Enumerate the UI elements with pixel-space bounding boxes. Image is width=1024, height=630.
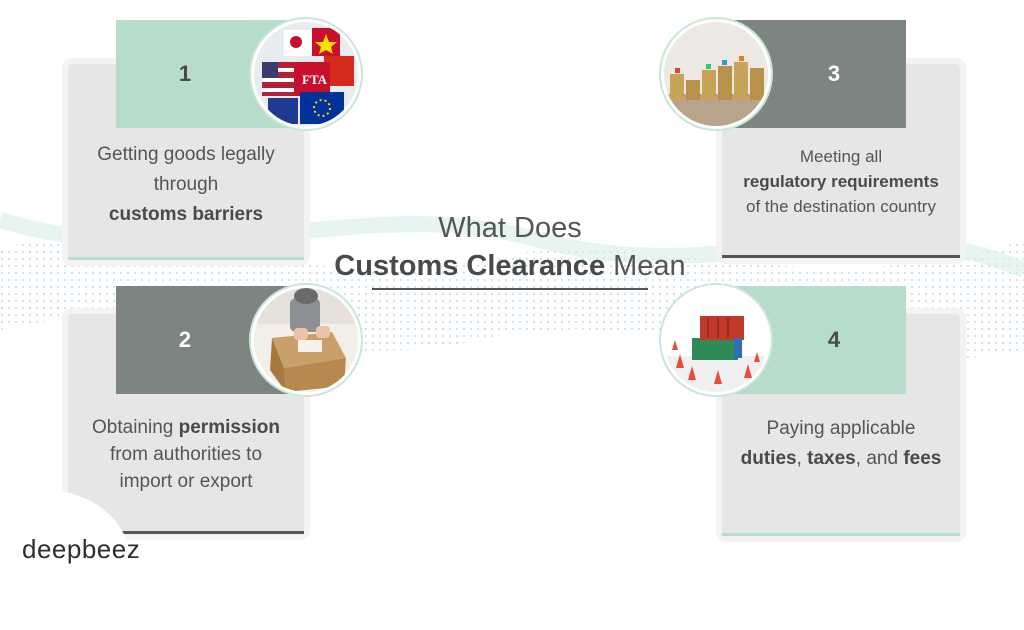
card-1-description: Getting goods legally through customs ba… [97, 144, 275, 225]
title-underline [372, 288, 648, 290]
card-4-number: 4 [827, 327, 841, 352]
deepbeez-logo: deepbeez [22, 534, 141, 564]
card-3-accent-bar [722, 255, 960, 258]
card-4-accent-bar [722, 533, 960, 536]
card-1-accent-bar [68, 257, 304, 260]
title-line-2: Customs Clearance Mean [334, 250, 686, 282]
coin-stacks-icon [664, 22, 768, 126]
flag-puzzle-fta-icon: FTA [254, 22, 358, 126]
page-title: What Does Customs Clearance Mean [310, 210, 710, 286]
packing-box-icon [254, 288, 358, 392]
card-2-description: Obtaining permission from authorities to… [92, 417, 280, 492]
card-4-description: Paying applicable duties, taxes, and fee… [740, 418, 942, 469]
card-3-number: 3 [827, 61, 841, 86]
card-2-accent-bar [68, 531, 304, 534]
containers-cones-icon [664, 288, 768, 392]
card-3-description: Meeting all regulatory requirements of t… [743, 147, 939, 216]
title-line-1: What Does [438, 212, 582, 244]
svg-text:FTA: FTA [302, 72, 328, 87]
card-2-number: 2 [178, 327, 192, 352]
card-1-number: 1 [178, 61, 192, 86]
